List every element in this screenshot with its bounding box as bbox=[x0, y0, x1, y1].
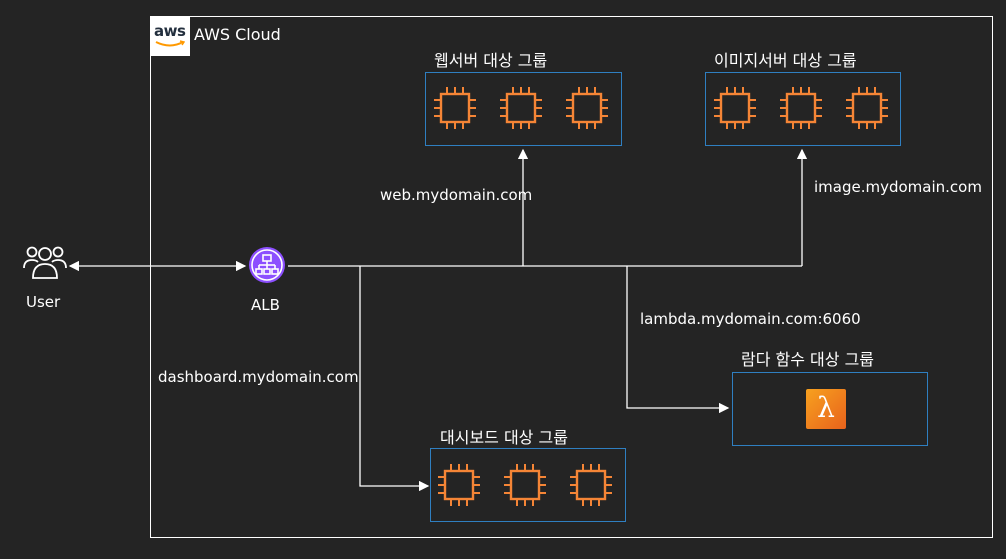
ec2-instance-icon bbox=[504, 464, 546, 506]
ec2-instance-icon bbox=[846, 87, 888, 129]
aws-cloud-boundary bbox=[150, 16, 993, 538]
aws-logo: aws bbox=[150, 16, 190, 56]
ec2-instance-icon bbox=[780, 87, 822, 129]
lambda-route-label: lambda.mydomain.com:6060 bbox=[640, 310, 861, 328]
image-target-group bbox=[705, 72, 901, 146]
dashboard-route-label: dashboard.mydomain.com bbox=[158, 368, 359, 386]
lambda-icon: λ bbox=[806, 389, 846, 429]
users-icon bbox=[23, 246, 67, 279]
load-balancer-icon bbox=[249, 247, 285, 283]
image-route-label: image.mydomain.com bbox=[814, 178, 982, 196]
aws-logo-text: aws bbox=[154, 22, 186, 40]
lambda-route-line bbox=[626, 266, 730, 414]
ec2-instance-icon bbox=[500, 87, 542, 129]
ec2-instance-icon bbox=[434, 87, 476, 129]
web-target-group bbox=[425, 72, 622, 146]
web-group-title: 웹서버 대상 그룹 bbox=[434, 51, 548, 70]
lambda-target-group bbox=[732, 372, 928, 446]
ec2-instance-icon bbox=[438, 464, 480, 506]
aws-smile-icon bbox=[155, 40, 185, 47]
cloud-title: AWS Cloud bbox=[194, 25, 281, 44]
user-label: User bbox=[26, 293, 61, 311]
dashboard-group-title: 대시보드 대상 그룹 bbox=[440, 428, 568, 447]
ec2-instance-icon bbox=[714, 87, 756, 129]
dashboard-target-group bbox=[430, 448, 626, 522]
lambda-group-title: 람다 함수 대상 그룹 bbox=[741, 350, 875, 369]
ec2-instance-icon bbox=[566, 87, 608, 129]
ec2-instance-icon bbox=[570, 464, 612, 506]
image-group-title: 이미지서버 대상 그룹 bbox=[714, 51, 857, 70]
dashboard-route-line bbox=[359, 266, 430, 492]
alb-label: ALB bbox=[251, 296, 280, 314]
web-route-label: web.mydomain.com bbox=[380, 186, 533, 204]
